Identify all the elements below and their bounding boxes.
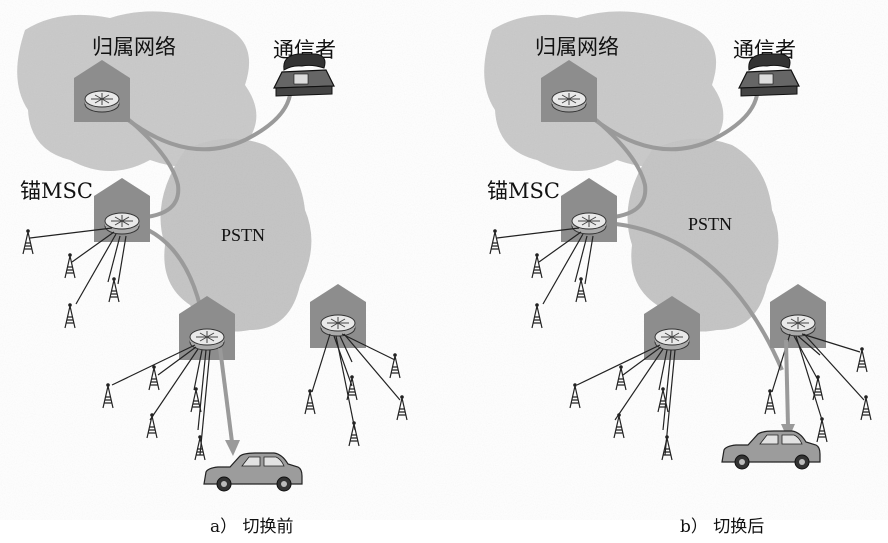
link-home-to-correspondent xyxy=(573,94,759,152)
home-network-label: 归属网络 xyxy=(92,35,176,59)
neighbor-msc-router-icon xyxy=(320,314,356,337)
telephone-icon xyxy=(273,53,335,97)
home-router-icon xyxy=(551,90,587,113)
home-network-label: 归属网络 xyxy=(535,35,619,59)
link-msc-to-car xyxy=(218,347,234,443)
old-msc-router-icon xyxy=(654,328,690,351)
home-router-building xyxy=(74,60,130,122)
anchor-msc-label: 锚MSC xyxy=(487,179,560,203)
panel-b: 归属网络 通信者 锚MSC PSTN xyxy=(444,0,888,537)
panel-a: 归属网络 通信者 锚MSC PSTN xyxy=(0,0,444,537)
neighbor-msc-towers xyxy=(311,333,401,431)
link-home-to-anchor xyxy=(106,101,181,220)
pstn-label: PSTN xyxy=(221,225,265,245)
pstn-label: PSTN xyxy=(688,214,732,234)
home-router-icon xyxy=(84,90,120,113)
anchor-msc-router-icon xyxy=(104,212,140,235)
link-home-to-correspondent xyxy=(106,94,292,152)
anchor-msc-label: 锚MSC xyxy=(20,179,93,203)
link-msc-to-car xyxy=(784,339,790,427)
home-router-building xyxy=(541,60,597,122)
new-msc-router-icon xyxy=(780,314,816,337)
caption-b: b） 切换后 xyxy=(680,517,764,537)
anchor-msc-towers xyxy=(29,227,127,305)
link-anchor-to-new-msc xyxy=(591,220,784,371)
caption-a: a） 切换前 xyxy=(210,517,294,537)
anchor-msc-towers xyxy=(496,227,594,305)
link-home-to-anchor xyxy=(573,101,648,220)
anchor-msc-router-icon xyxy=(571,212,607,235)
visited-msc-router-icon xyxy=(189,328,225,351)
new-msc-towers xyxy=(771,333,865,421)
telephone-icon xyxy=(738,53,800,97)
